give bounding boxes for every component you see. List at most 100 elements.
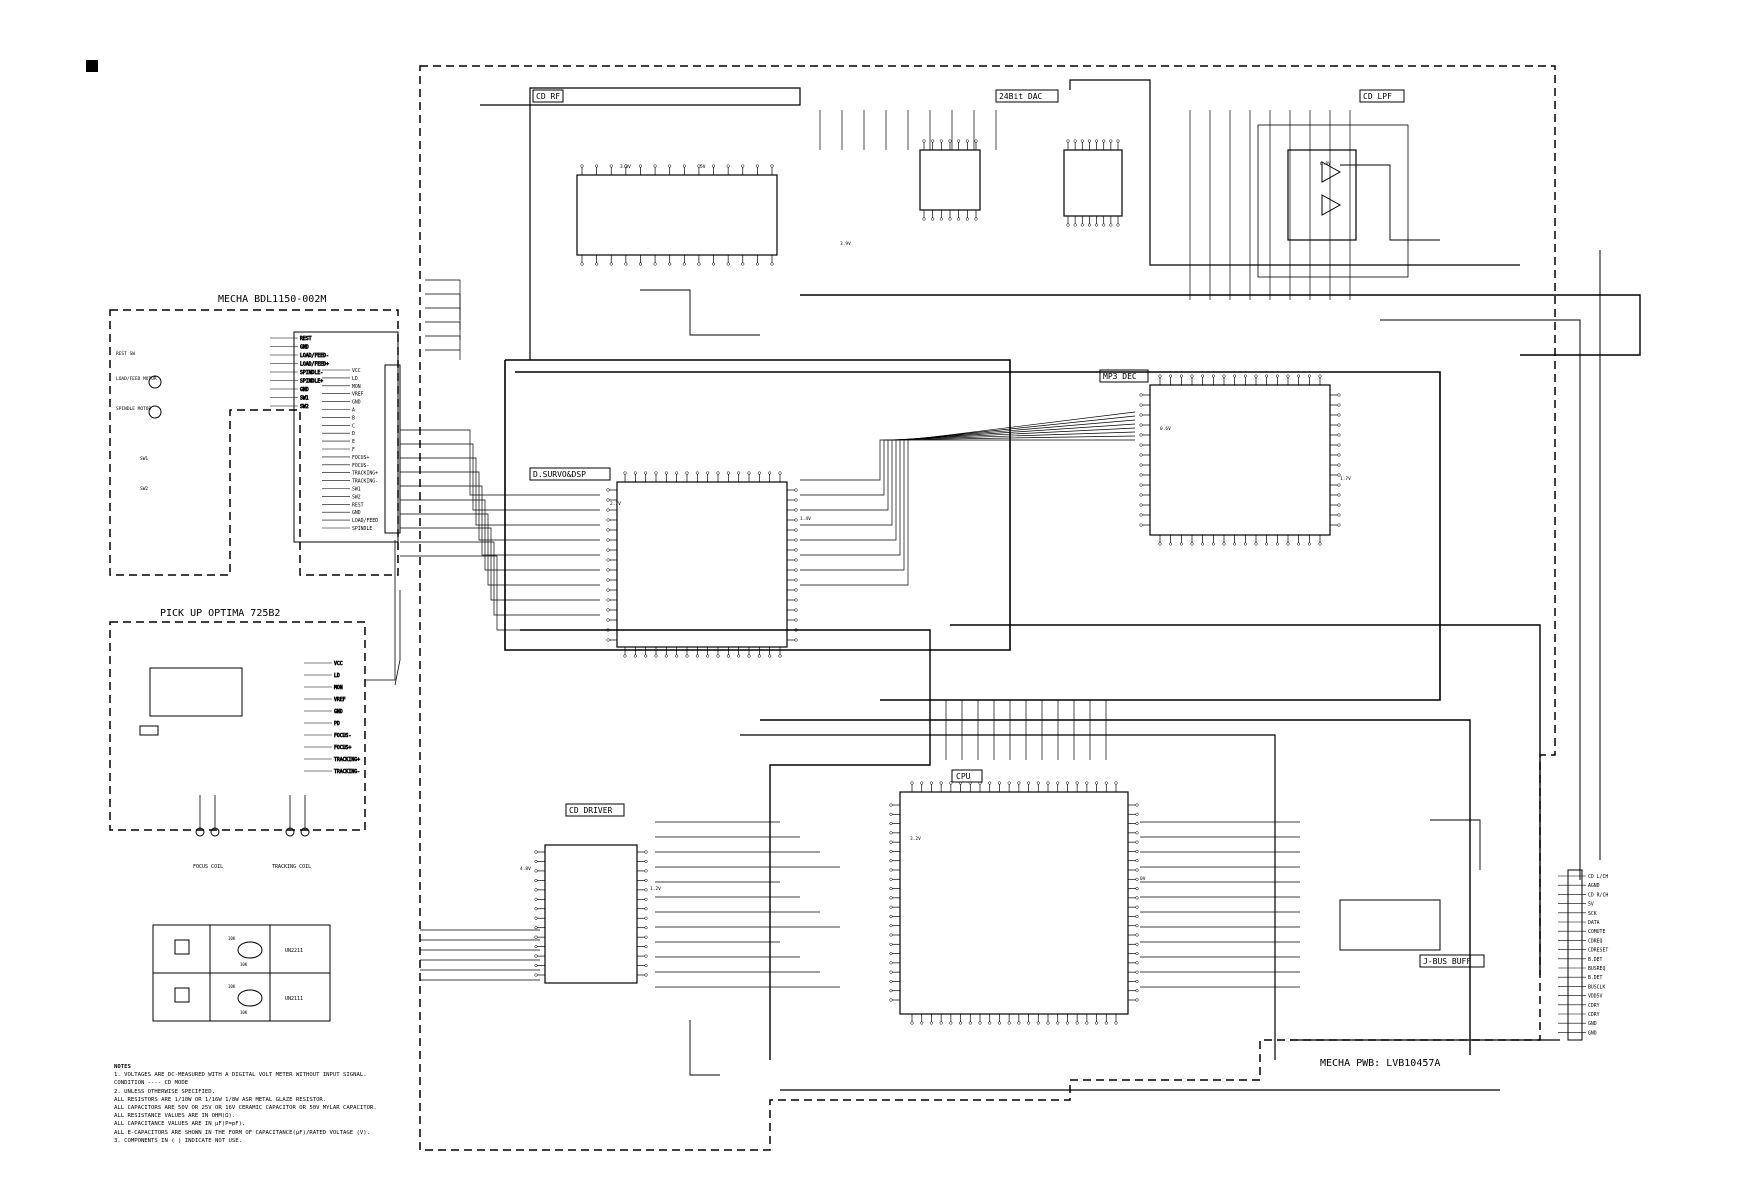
cpu-pin (1114, 1021, 1118, 1025)
servo-pin (606, 578, 610, 582)
cpu-pin (1046, 1021, 1050, 1025)
servo-pin (606, 608, 610, 612)
left-connector-pin: B (352, 415, 355, 421)
cpu-pin (1027, 781, 1031, 785)
cpu-pin (1017, 1021, 1021, 1025)
left-connector: VCCLDMONVREFGNDABCDEFFOCUS+FOCUS-TRACKIN… (322, 364, 401, 534)
mp3-pin (1139, 493, 1143, 497)
wire (800, 294, 1641, 356)
mp3-pin (1169, 374, 1173, 378)
cd-lpf-label: CD LPF (1363, 92, 1392, 101)
mp3-pin (1211, 542, 1215, 546)
dac-pin (1073, 223, 1077, 227)
rf-pin (638, 164, 643, 168)
wire (800, 415, 1136, 571)
wire (800, 431, 1136, 511)
wire (425, 335, 461, 350)
servo-pin (794, 508, 798, 512)
servo-pin (757, 471, 761, 475)
cpu-pin (1135, 812, 1139, 816)
wire (400, 457, 600, 526)
voltage-label: 1.2V (650, 886, 661, 892)
rf-pin (697, 262, 701, 266)
voltage-label: 6.8V (1320, 161, 1331, 167)
mp3-pin (1139, 413, 1143, 417)
cpu-pin (1135, 877, 1139, 881)
mp3-pin (1139, 423, 1143, 427)
cpu-pin (1135, 822, 1139, 826)
mp3-pin (1337, 503, 1341, 507)
cpu-pin (889, 896, 893, 900)
right-connector-pin: CDRESET (1588, 948, 1608, 954)
driver-pin (534, 850, 538, 854)
driver-pin (644, 869, 648, 873)
cpu-pin (1007, 1021, 1011, 1025)
dac-pin (1080, 139, 1084, 143)
cd-rf-ic: CD RF (532, 89, 778, 266)
servo-pin (654, 471, 658, 475)
cpu-ic: CPU (889, 769, 1139, 1025)
mp3-pin (1179, 542, 1183, 546)
cpu-pin (1036, 781, 1040, 785)
mecha-pin: LOAD/FEED- (300, 353, 329, 359)
left-connector-pin: REST (352, 502, 364, 508)
right-connector-pin: B.DET (1588, 975, 1603, 981)
wire (425, 307, 461, 330)
wire (800, 439, 1135, 481)
cpu-pin (1135, 868, 1139, 872)
cpu-pin (929, 1021, 933, 1025)
cpu-pin (1135, 859, 1139, 863)
mp3-pin (1139, 403, 1143, 407)
servo-pin (606, 518, 610, 522)
dac-pin (974, 139, 978, 143)
wire (400, 541, 600, 616)
mecha-label-sw1: SW1 (140, 456, 148, 462)
wire (1069, 79, 1520, 266)
pickup-pin: GND (334, 709, 343, 715)
notes-line: ALL RESISTANCE VALUES ARE IN OHM(Ω). (114, 1113, 236, 1120)
cpu-pin (889, 822, 893, 826)
wire (425, 349, 461, 360)
left-connector-pin: C (352, 423, 355, 429)
cpu-pin (889, 905, 893, 909)
servo-pin (778, 654, 782, 658)
pickup-pin: VREF (334, 697, 346, 703)
servo-pin (695, 471, 699, 475)
cpu-pin (988, 1021, 992, 1025)
notes-line: 1. VOLTAGES ARE DC-MEASURED WITH A DIGIT… (114, 1072, 367, 1079)
mp3-pin (1254, 374, 1258, 378)
mecha-label-load-motor: LOAD/FEED MOTOR (116, 376, 157, 382)
wire (400, 513, 600, 586)
mp3-pin (1179, 374, 1183, 378)
servo-pin (794, 558, 798, 562)
cd-lpf-block: CD LPF (1257, 89, 1409, 278)
mp3-pin (1243, 374, 1247, 378)
cpu-pin (1114, 781, 1118, 785)
cpu-pin (997, 781, 1001, 785)
driver-pin (534, 935, 538, 939)
driver-pin (644, 973, 648, 977)
mp3-pin (1222, 374, 1226, 378)
cpu-pin (920, 1021, 924, 1025)
dac-label: 24Bit DAC (999, 92, 1043, 101)
servo-pin (768, 471, 772, 475)
servo-label: D.SURVO&DSP (533, 470, 586, 479)
wire (950, 624, 1541, 975)
dac-pin (1116, 139, 1120, 143)
driver-pin (534, 926, 538, 930)
pickup-pin: MON (334, 685, 343, 691)
right-connector-pin: B.DET (1588, 957, 1603, 963)
driver-pin (534, 916, 538, 920)
servo-pin (794, 608, 798, 612)
right-connector-pin: COMUTE (1588, 929, 1605, 935)
cpu-pin (1036, 1021, 1040, 1025)
dac-pin (1109, 139, 1113, 143)
mecha-pin: SW2 (300, 404, 309, 410)
mp3-pin (1337, 473, 1341, 477)
servo-pin (794, 598, 798, 602)
cpu-pin (1104, 781, 1108, 785)
mp3-pin (1337, 403, 1341, 407)
cpu-pin (889, 961, 893, 965)
wire (800, 435, 1136, 496)
cpu-pin (1135, 905, 1139, 909)
